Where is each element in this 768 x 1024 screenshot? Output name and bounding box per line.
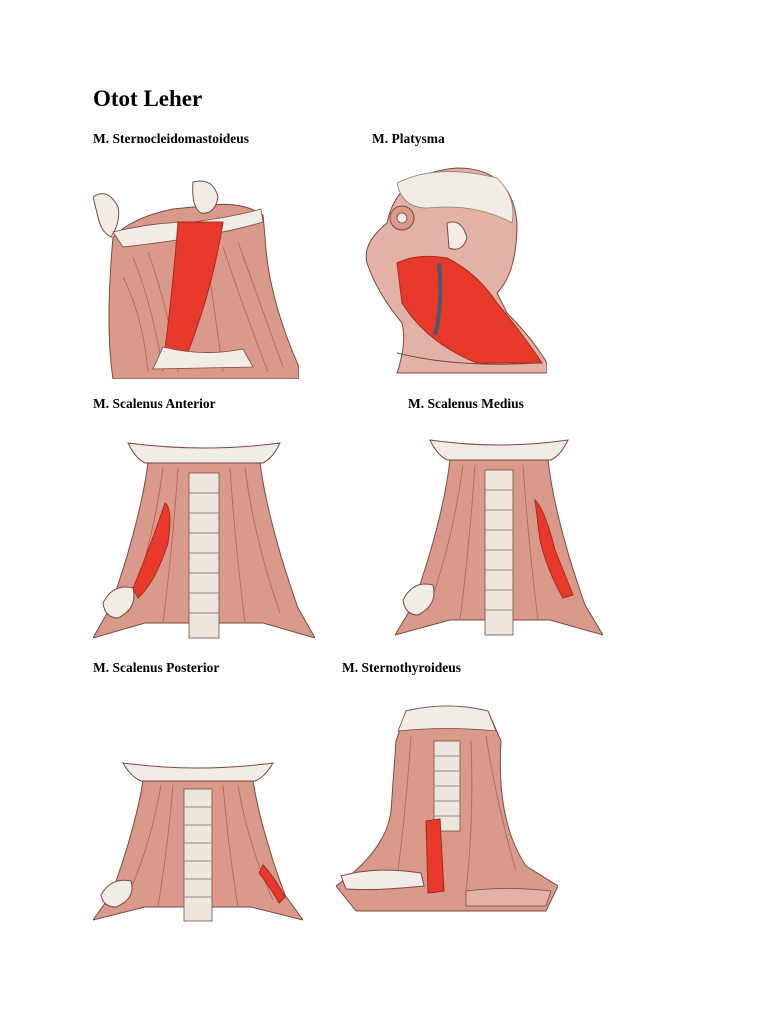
illustration-sternocleidomastoideus bbox=[93, 177, 299, 379]
illustration-scalenus-posterior bbox=[93, 755, 303, 925]
illustration-scalenus-anterior bbox=[93, 433, 315, 643]
caption-platysma: M. Platysma bbox=[372, 131, 445, 146]
caption-sternocleidomastoideus: M. Sternocleidomastoideus bbox=[93, 131, 249, 146]
illustration-sternothyroideus bbox=[336, 701, 558, 919]
illustration-scalenus-medius bbox=[395, 430, 603, 642]
caption-scalenus-posterior: M. Scalenus Posterior bbox=[93, 660, 220, 675]
caption-sternothyroideus: M. Sternothyroideus bbox=[342, 660, 462, 675]
page-title: Otot Leher bbox=[93, 86, 203, 111]
caption-scalenus-medius: M. Scalenus Medius bbox=[408, 396, 524, 411]
caption-scalenus-anterior: M. Scalenus Anterior bbox=[93, 396, 216, 411]
illustration-platysma bbox=[357, 163, 547, 379]
